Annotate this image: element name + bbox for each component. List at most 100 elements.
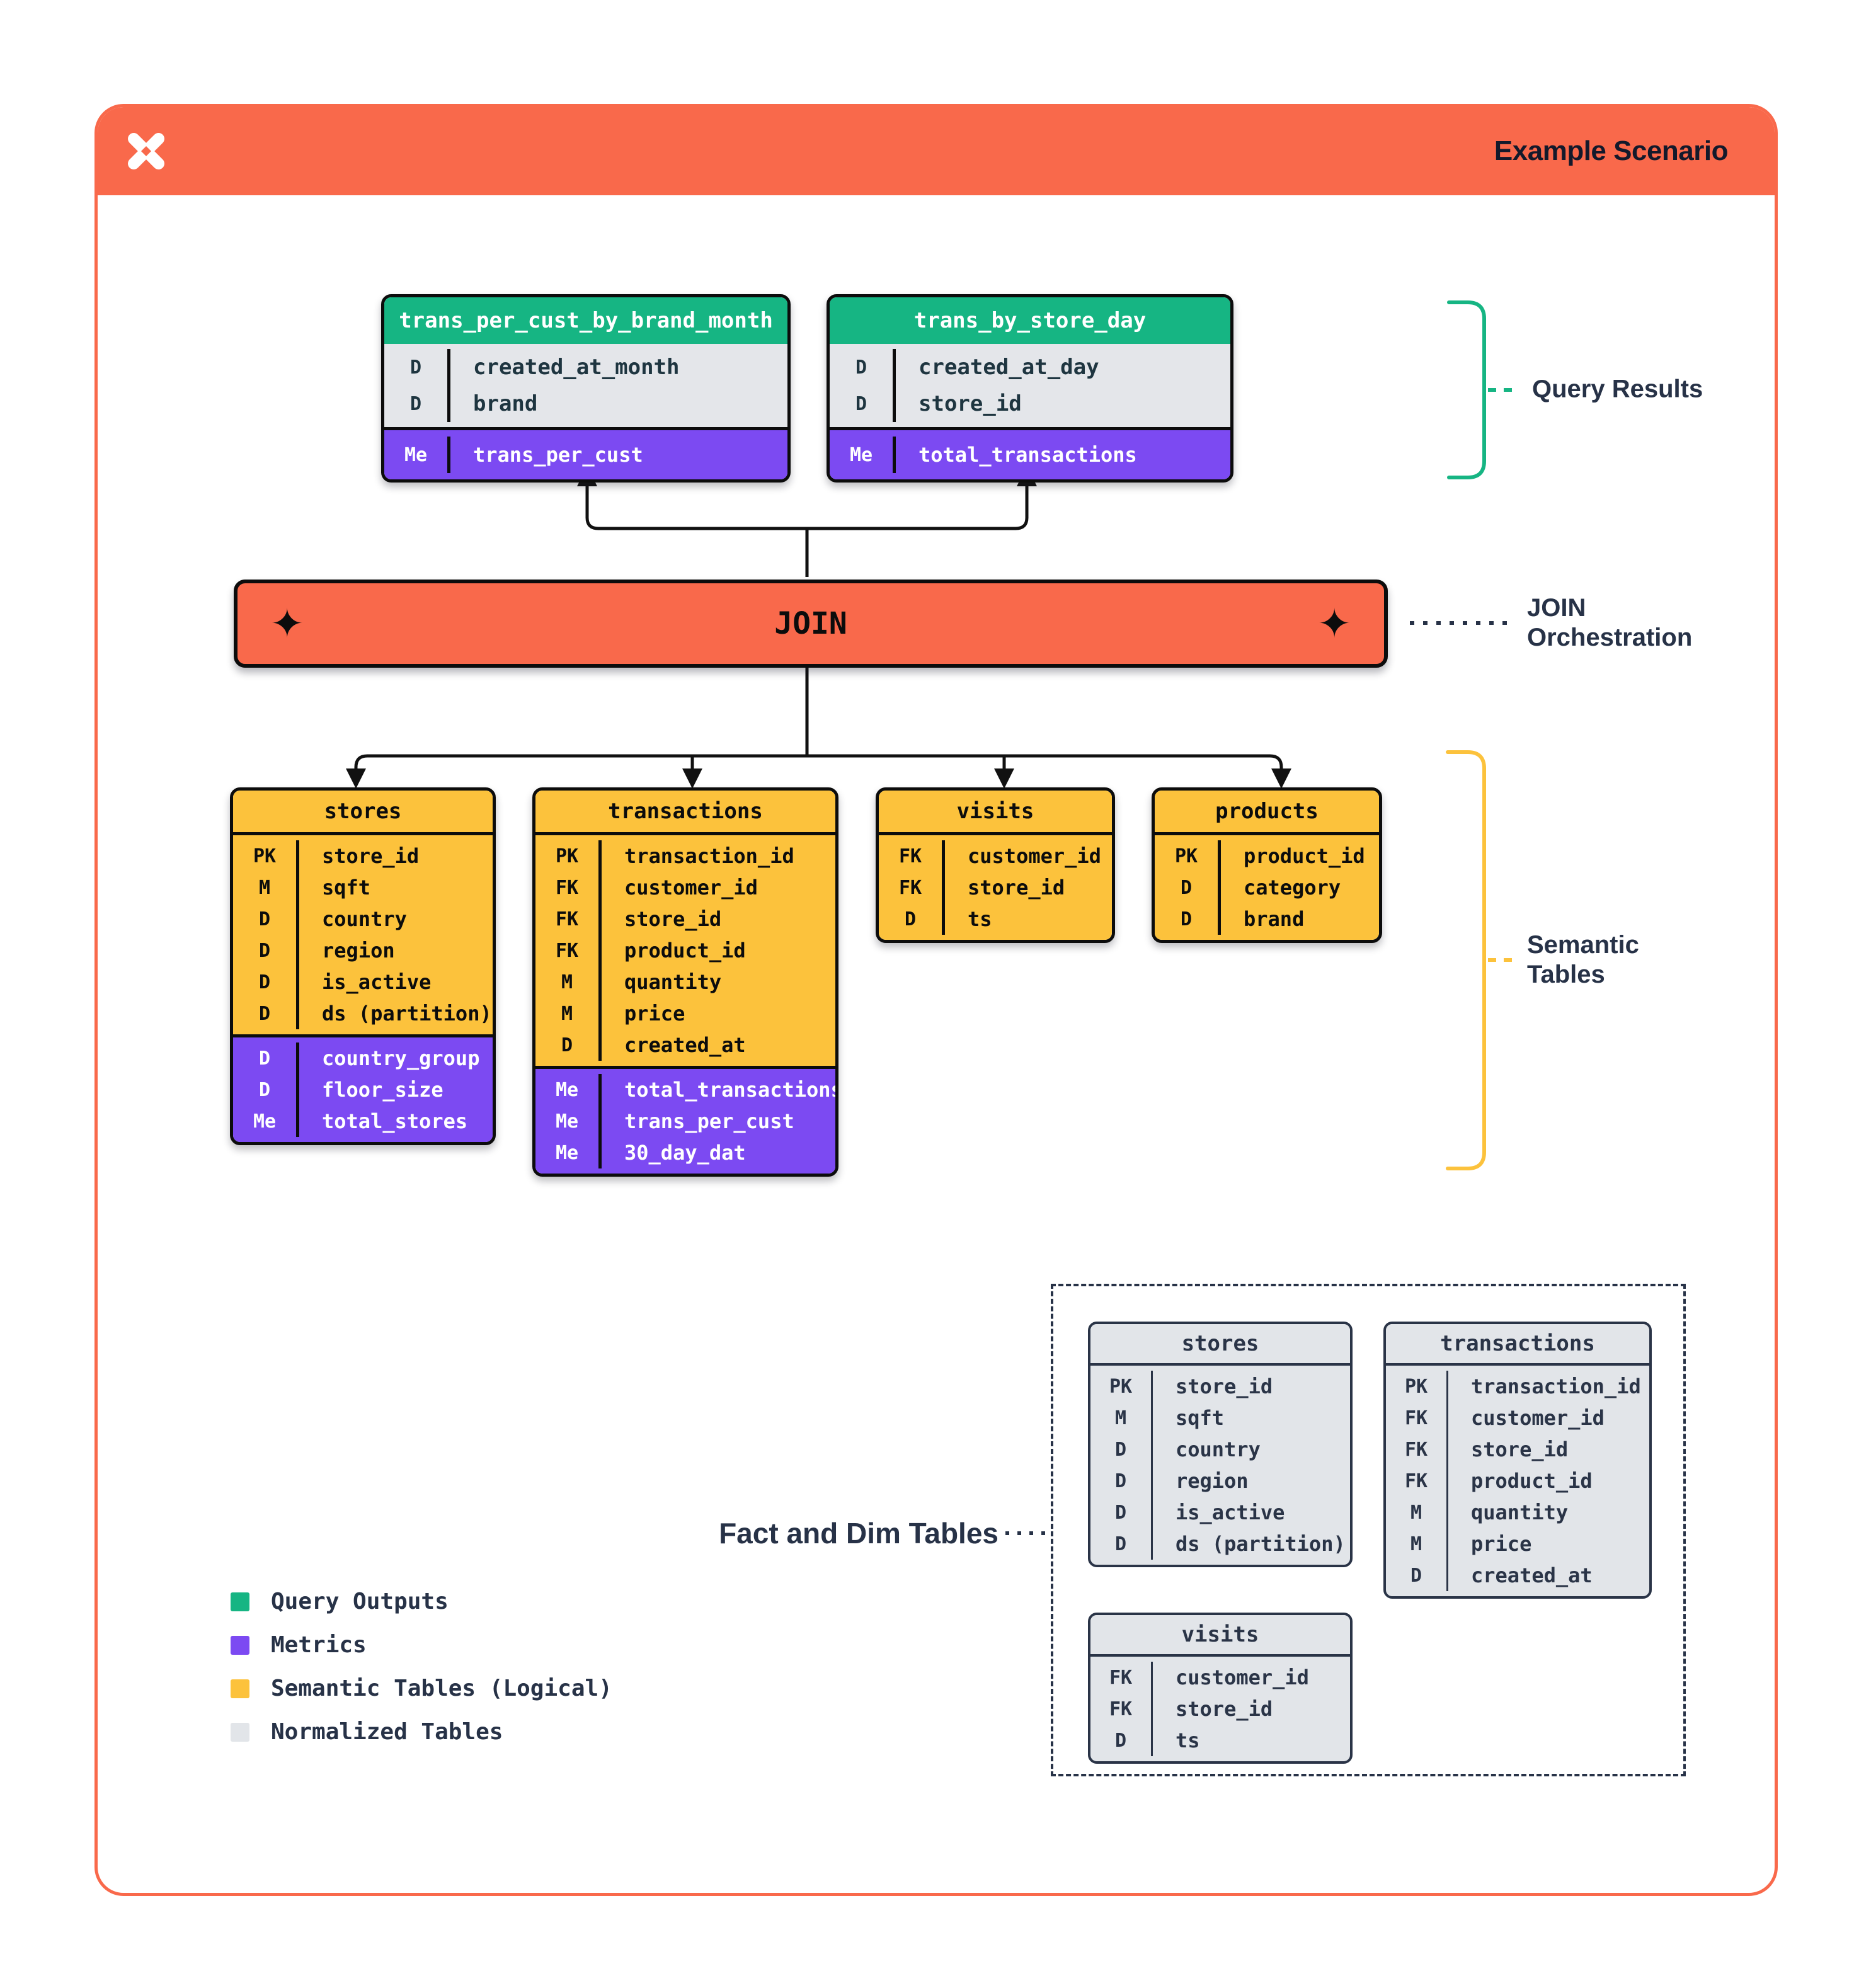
legend-label: Query Outputs — [271, 1589, 449, 1614]
key-badge: FK — [535, 935, 602, 966]
join-bar: ✦ JOIN ✦ — [234, 580, 1388, 668]
legend-item: Semantic Tables (Logical) — [231, 1676, 612, 1701]
key-badge: M — [1386, 1528, 1448, 1560]
key-badge: PK — [1155, 840, 1221, 872]
label-semantic-tables: Semantic Tables — [1527, 930, 1639, 988]
key-badge: FK — [1386, 1465, 1448, 1497]
key-badge: Me — [384, 437, 450, 473]
brand-logo-icon — [128, 133, 164, 169]
field-name: customer_id — [1471, 1406, 1605, 1430]
diamond-icon: ✦ — [270, 601, 304, 646]
key-badge: PK — [535, 840, 602, 872]
field-name: brand — [473, 391, 538, 416]
field-name: customer_id — [968, 844, 1101, 868]
table-row: Me total_transactions — [535, 1074, 835, 1105]
legend-label: Normalized Tables — [271, 1719, 503, 1745]
field-name: store_id — [968, 876, 1065, 900]
table-title: visits — [879, 791, 1112, 835]
field-name: total_transactions — [918, 443, 1137, 467]
field-name: store_id — [1176, 1697, 1273, 1721]
table-title: products — [1155, 791, 1379, 835]
key-badge: Me — [535, 1105, 602, 1137]
key-badge: D — [1386, 1560, 1448, 1591]
key-badge: FK — [1386, 1402, 1448, 1434]
field-name: sqft — [1176, 1406, 1225, 1430]
field-name: region — [322, 939, 395, 963]
table-title: trans_by_store_day — [830, 297, 1230, 344]
legend-item: Normalized Tables — [231, 1719, 612, 1745]
key-badge: D — [233, 1043, 299, 1074]
field-name: quantity — [1471, 1500, 1569, 1524]
key-badge: FK — [1090, 1693, 1153, 1725]
key-badge: D — [1155, 872, 1221, 903]
legend-label: Metrics — [271, 1632, 367, 1658]
field-name: customer_id — [624, 876, 758, 900]
field-name: total_transactions — [624, 1078, 838, 1102]
key-badge: M — [1386, 1497, 1448, 1528]
key-badge: D — [1090, 1725, 1153, 1756]
field-name: 30_day_dat — [624, 1141, 746, 1165]
key-badge: D — [384, 386, 450, 422]
legend-item: Metrics — [231, 1632, 612, 1658]
field-name: transaction_id — [1471, 1374, 1641, 1398]
label-join-orchestration: JOIN Orchestration — [1527, 593, 1693, 651]
field-name: ts — [1176, 1728, 1200, 1752]
table-row: FK store_id — [879, 872, 1112, 903]
table-title: trans_per_cust_by_brand_month — [384, 297, 787, 344]
key-badge: FK — [879, 872, 945, 903]
field-name: category — [1244, 876, 1341, 900]
key-badge: M — [1090, 1402, 1153, 1434]
key-badge: D — [535, 1029, 602, 1061]
field-name: sqft — [322, 876, 371, 900]
field-name: store_id — [918, 391, 1022, 416]
key-badge: Me — [535, 1074, 602, 1105]
key-badge: Me — [535, 1137, 602, 1168]
key-badge: FK — [879, 840, 945, 872]
field-name: region — [1176, 1469, 1249, 1493]
legend-swatch — [231, 1635, 249, 1655]
key-badge: D — [233, 998, 299, 1029]
table-row: FK customer_id — [1386, 1402, 1649, 1434]
key-badge: Me — [233, 1105, 299, 1137]
table-title: stores — [1090, 1324, 1350, 1366]
field-name: brand — [1244, 907, 1305, 931]
